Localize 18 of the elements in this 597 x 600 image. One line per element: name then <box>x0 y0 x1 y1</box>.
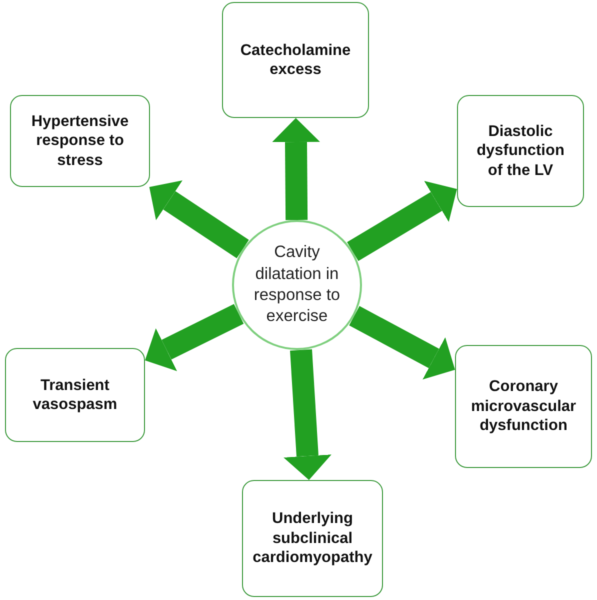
cause-box <box>457 95 584 207</box>
cause-box <box>10 95 150 187</box>
node-text: Coronary microvascular dysfunction <box>470 377 577 436</box>
arrow <box>272 118 320 220</box>
arrow <box>145 304 244 372</box>
cause-box <box>242 480 383 597</box>
node-text: Cavity dilatation in response to exercise <box>252 242 342 328</box>
cause-box <box>5 348 145 442</box>
node-text: Catecholamine excess <box>239 40 352 80</box>
node-text: Transient vasospasm <box>32 376 118 414</box>
node-text: Hypertensive response to stress <box>30 112 130 170</box>
node-text: Underlying subclinical cardiomyopathy <box>252 509 372 568</box>
arrow <box>149 180 249 258</box>
arrow <box>347 180 457 262</box>
node-text: Diastolic dysfunction of the LV <box>476 122 566 180</box>
cause-box <box>455 345 592 468</box>
cause-box <box>222 2 369 118</box>
arrow <box>284 349 332 480</box>
